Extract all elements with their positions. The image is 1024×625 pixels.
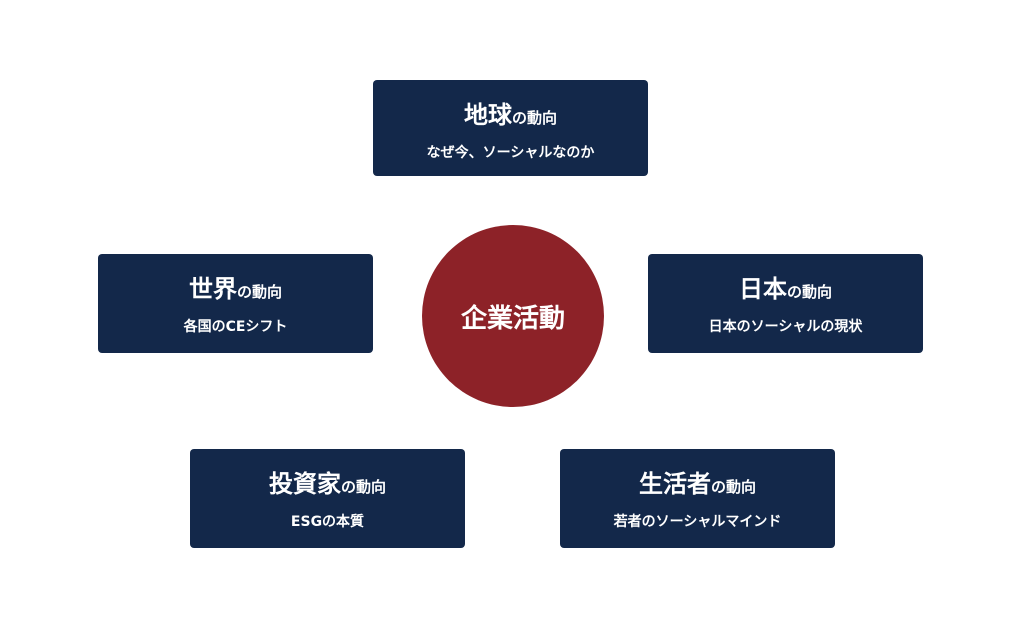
card-consumer-title: 生活者の動向: [560, 469, 835, 502]
card-world-title: 世界の動向: [98, 274, 373, 307]
card-consumer: 生活者の動向 若者のソーシャルマインド: [560, 449, 835, 548]
card-investor-subtitle: ESGの本質: [290, 514, 365, 530]
card-world-subtitle: 各国のCEシフト: [183, 319, 288, 335]
card-earth-title: 地球の動向: [373, 100, 648, 133]
card-consumer-suffix: の動向: [710, 478, 756, 496]
card-japan-suffix: の動向: [786, 283, 832, 301]
card-japan-heading: 日本: [738, 275, 787, 303]
card-world-heading: 世界: [188, 275, 237, 303]
card-world: 世界の動向 各国のCEシフト: [98, 254, 373, 353]
card-investor-title: 投資家の動向: [190, 469, 465, 502]
card-consumer-heading: 生活者: [638, 470, 711, 498]
card-earth-heading: 地球: [463, 101, 512, 129]
card-consumer-subtitle: 若者のソーシャルマインド: [613, 514, 782, 530]
card-earth-suffix: の動向: [511, 109, 557, 127]
center-circle: 企業活動: [422, 225, 604, 407]
card-investor: 投資家の動向 ESGの本質: [190, 449, 465, 548]
card-investor-heading: 投資家: [268, 470, 341, 498]
card-japan-title: 日本の動向: [648, 274, 923, 307]
card-investor-suffix: の動向: [340, 478, 386, 496]
card-japan-subtitle: 日本のソーシャルの現状: [708, 319, 863, 335]
card-earth-subtitle: なぜ今、ソーシャルなのか: [426, 145, 595, 161]
card-japan: 日本の動向 日本のソーシャルの現状: [648, 254, 923, 353]
card-earth: 地球の動向 なぜ今、ソーシャルなのか: [373, 80, 648, 176]
card-world-suffix: の動向: [236, 283, 282, 301]
center-label: 企業活動: [460, 303, 565, 334]
